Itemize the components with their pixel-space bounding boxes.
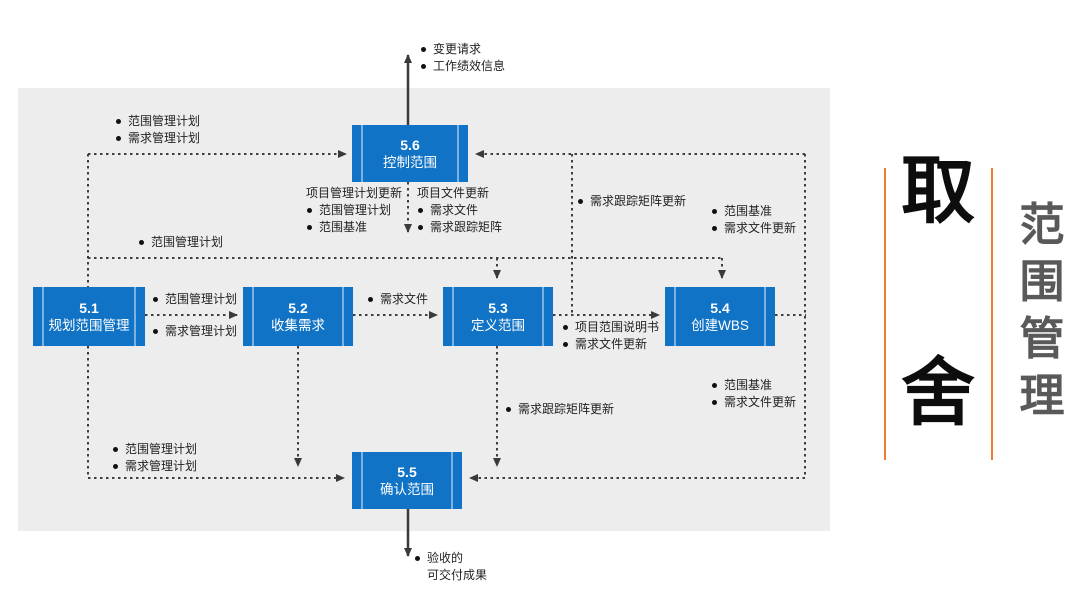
big-word-top: 取 <box>901 151 975 233</box>
label-plan-above-51-52: 范围管理计划 <box>152 291 237 308</box>
accent-line-right <box>991 168 993 460</box>
process-name: 确认范围 <box>380 481 434 497</box>
process-box-54: 5.4 创建WBS <box>665 287 775 346</box>
label-accepted-deliverables: 验收的 可交付成果 <box>414 550 487 584</box>
process-number: 5.3 <box>488 299 508 316</box>
process-name: 收集需求 <box>271 317 325 333</box>
label-inputs-top-left: 范围管理计划 需求管理计划 <box>115 113 200 147</box>
process-box-52: 5.2 收集需求 <box>243 287 353 346</box>
process-box-55: 5.5 确认范围 <box>352 452 462 509</box>
big-word-bottom: 舍 <box>901 353 975 435</box>
process-number: 5.1 <box>79 299 99 316</box>
process-name: 定义范围 <box>471 317 525 333</box>
label-outputs-54-down: 范围基准 需求文件更新 <box>711 377 796 411</box>
process-number: 5.5 <box>397 463 417 480</box>
label-pm-plan-updates: 项目管理计划更新 范围管理计划 范围基准 <box>306 186 403 234</box>
process-box-51: 5.1 规划范围管理 <box>33 287 145 346</box>
process-number: 5.2 <box>288 299 308 316</box>
accent-line-left <box>884 168 886 460</box>
vertical-title: 范围管理 <box>1019 199 1065 421</box>
process-box-53: 5.3 定义范围 <box>443 287 553 346</box>
label-inputs-bottom-left: 范围管理计划 需求管理计划 <box>112 441 197 475</box>
label-outputs-54-up: 范围基准 需求文件更新 <box>711 203 796 237</box>
process-number: 5.6 <box>400 136 420 153</box>
label-project-doc-updates: 项目文件更新 需求文件 需求跟踪矩阵 <box>417 186 503 234</box>
label-outputs-53-54: 项目范围说明书 需求文件更新 <box>562 319 659 353</box>
label-rtm-update-top: 需求跟踪矩阵更新 <box>577 193 686 210</box>
process-name: 规划范围管理 <box>48 317 130 333</box>
label-req-docs-52-53: 需求文件 <box>367 291 428 308</box>
process-name: 控制范围 <box>383 154 437 170</box>
label-plan-below-51-52: 需求管理计划 <box>152 323 237 340</box>
process-box-56: 5.6 控制范围 <box>352 125 468 182</box>
label-rtm-update-bottom: 需求跟踪矩阵更新 <box>505 401 614 418</box>
process-name: 创建WBS <box>691 317 749 333</box>
label-outputs-56-up: 变更请求 工作绩效信息 <box>420 41 505 75</box>
process-number: 5.4 <box>710 299 730 316</box>
label-scope-plan-mid: 范围管理计划 <box>138 234 223 251</box>
